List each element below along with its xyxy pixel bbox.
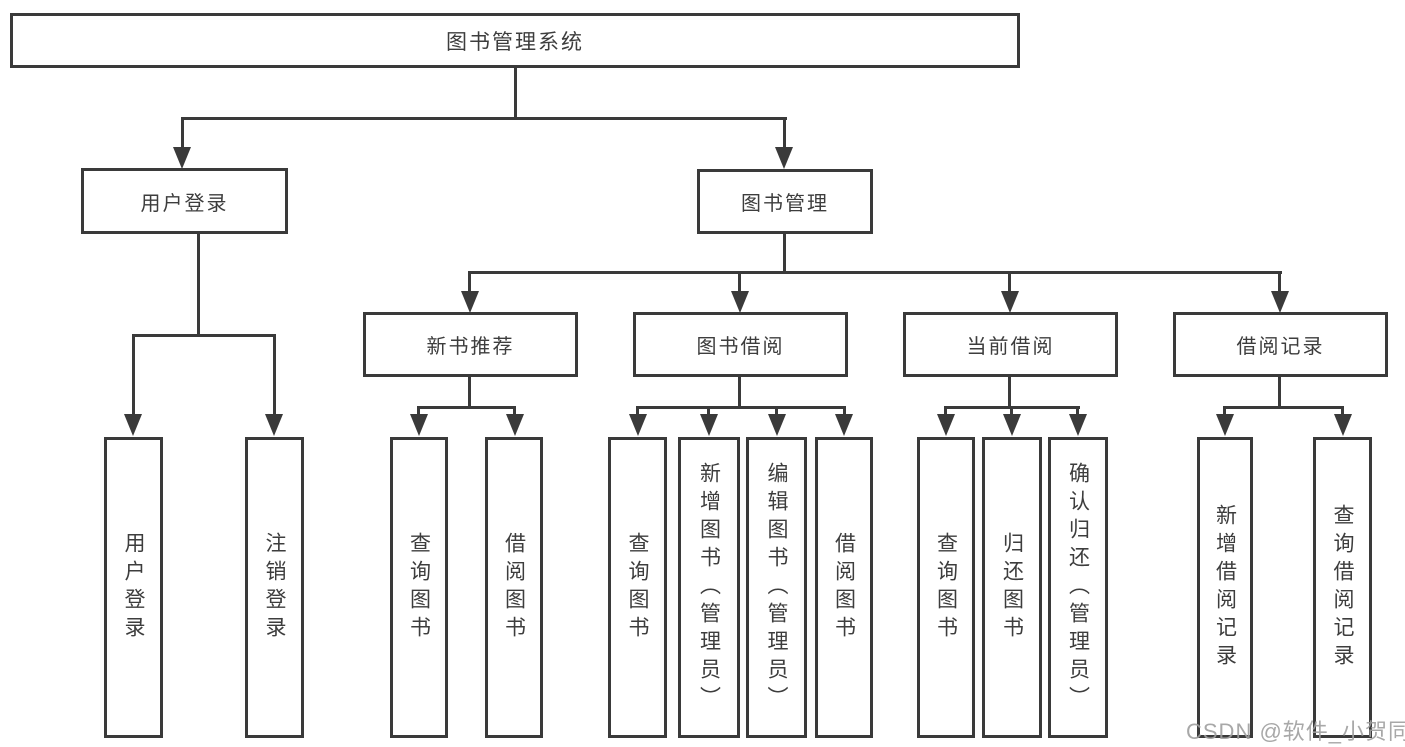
connector-line <box>1341 406 1344 416</box>
arrowhead-down-icon <box>173 147 191 169</box>
arrowhead-down-icon <box>461 291 479 313</box>
connector-line <box>197 234 200 337</box>
node-user-login-label: 用户登录 <box>140 192 229 215</box>
leaf-bb-query-books: 查询图书 <box>608 437 667 738</box>
connector-line <box>132 334 135 416</box>
leaf-logout-label: 注销登录 <box>263 531 286 644</box>
connector-line <box>944 406 947 416</box>
connector-line <box>1223 406 1226 416</box>
connector-line <box>1278 271 1281 293</box>
connector-line <box>738 377 741 409</box>
leaf-bb-borrow-books-label: 借阅图书 <box>832 531 856 644</box>
leaf-br-add-record-label: 新增借阅记录 <box>1213 503 1237 672</box>
connector-line <box>707 406 710 416</box>
arrowhead-down-icon <box>775 147 793 169</box>
node-new-book-recommend: 新书推荐 <box>363 312 578 377</box>
connector-line <box>513 406 516 416</box>
leaf-cb-query-books: 查询图书 <box>917 437 975 738</box>
arrowhead-down-icon <box>1069 414 1087 436</box>
connector-line <box>1010 406 1013 416</box>
connector-line <box>273 334 276 416</box>
connector-line <box>181 117 787 120</box>
node-new-book-recommend-label: 新书推荐 <box>426 336 515 358</box>
arrowhead-down-icon <box>937 414 955 436</box>
connector-line <box>417 406 420 416</box>
connector-line <box>468 377 471 409</box>
connector-line <box>468 271 471 293</box>
arrowhead-down-icon <box>1003 414 1021 436</box>
node-book-management-label: 图书管理 <box>741 193 829 215</box>
connector-line <box>514 68 517 119</box>
leaf-cb-query-books-label: 查询图书 <box>934 531 958 644</box>
node-book-borrowing-label: 图书借阅 <box>696 336 785 358</box>
node-book-management: 图书管理 <box>697 169 873 234</box>
connector-line <box>468 271 1282 274</box>
arrowhead-down-icon <box>265 414 283 436</box>
leaf-br-add-record: 新增借阅记录 <box>1197 437 1253 738</box>
leaf-bb-add-books-admin: 新增图书（管理员） <box>678 437 740 738</box>
connector-line <box>1008 271 1011 293</box>
connector-line <box>738 271 741 293</box>
leaf-br-query-record: 查询借阅记录 <box>1313 437 1372 738</box>
connector-line <box>417 406 516 409</box>
leaf-user-login: 用户登录 <box>104 437 163 738</box>
connector-line <box>1076 406 1079 416</box>
leaf-nbr-borrow-books: 借阅图书 <box>485 437 543 738</box>
connector-line <box>783 117 786 149</box>
connector-line <box>132 334 276 337</box>
arrowhead-down-icon <box>731 291 749 313</box>
node-borrow-records-label: 借阅记录 <box>1236 336 1325 358</box>
leaf-logout: 注销登录 <box>245 437 304 738</box>
connector-line <box>783 234 786 274</box>
leaf-bb-edit-books-admin-label: 编辑图书（管理员） <box>765 461 788 714</box>
leaf-cb-confirm-return-admin-label: 确认归还（管理员） <box>1066 461 1090 714</box>
arrowhead-down-icon <box>1001 291 1019 313</box>
leaf-nbr-borrow-books-label: 借阅图书 <box>502 531 526 644</box>
leaf-user-login-label: 用户登录 <box>122 531 145 644</box>
node-root: 图书管理系统 <box>10 13 1020 68</box>
node-root-label: 图书管理系统 <box>446 30 584 54</box>
arrowhead-down-icon <box>835 414 853 436</box>
arrowhead-down-icon <box>1271 291 1289 313</box>
leaf-bb-borrow-books: 借阅图书 <box>815 437 873 738</box>
arrowhead-down-icon <box>768 414 786 436</box>
node-book-borrowing: 图书借阅 <box>633 312 848 377</box>
arrowhead-down-icon <box>629 414 647 436</box>
leaf-cb-confirm-return-admin: 确认归还（管理员） <box>1048 437 1108 738</box>
leaf-cb-return-books-label: 归还图书 <box>1000 531 1024 644</box>
arrowhead-down-icon <box>1334 414 1352 436</box>
leaf-bb-add-books-admin-label: 新增图书（管理员） <box>697 461 721 714</box>
connector-line <box>775 406 778 416</box>
node-user-login: 用户登录 <box>81 168 288 234</box>
leaf-nbr-query-books-label: 查询图书 <box>407 531 431 644</box>
arrowhead-down-icon <box>410 414 428 436</box>
arrowhead-down-icon <box>506 414 524 436</box>
connector-line <box>636 406 846 409</box>
leaf-br-query-record-label: 查询借阅记录 <box>1331 503 1354 672</box>
node-current-borrowing-label: 当前借阅 <box>966 336 1055 358</box>
node-current-borrowing: 当前借阅 <box>903 312 1118 377</box>
connector-line <box>1223 406 1344 409</box>
connector-line <box>1008 377 1011 409</box>
leaf-cb-return-books: 归还图书 <box>982 437 1042 738</box>
connector-line <box>843 406 846 416</box>
csdn-watermark: CSDN @软件_小贺同学 <box>1186 719 1405 744</box>
arrowhead-down-icon <box>124 414 142 436</box>
leaf-bb-query-books-label: 查询图书 <box>626 531 649 644</box>
connector-line <box>636 406 639 416</box>
leaf-nbr-query-books: 查询图书 <box>390 437 448 738</box>
leaf-bb-edit-books-admin: 编辑图书（管理员） <box>746 437 807 738</box>
node-borrow-records: 借阅记录 <box>1173 312 1388 377</box>
connector-line <box>1278 377 1281 409</box>
arrowhead-down-icon <box>700 414 718 436</box>
arrowhead-down-icon <box>1216 414 1234 436</box>
connector-line <box>181 117 184 149</box>
